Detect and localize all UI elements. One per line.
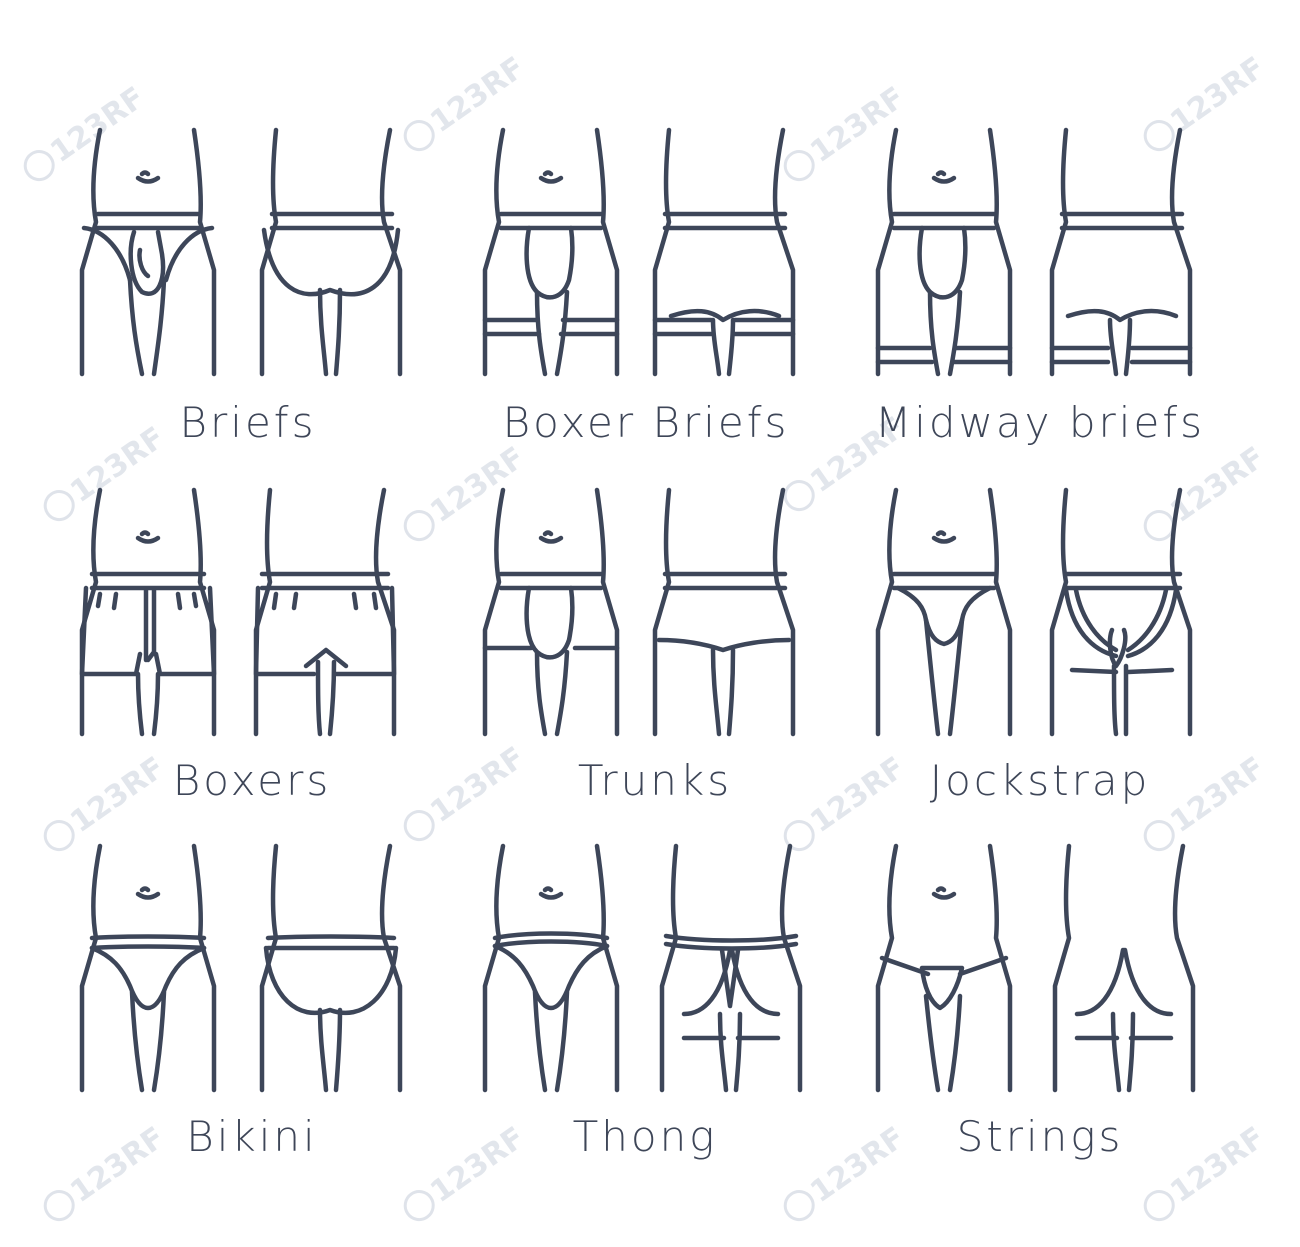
label-bikini: Bikini (186, 1112, 318, 1161)
label-boxers: Boxers (172, 756, 332, 805)
watermark-stamp: 123RF (1143, 50, 1271, 152)
watermark-stamp: 123RF (23, 80, 151, 182)
label-briefs: Briefs (179, 398, 317, 447)
bikini-front-view (79, 843, 217, 1093)
boxer-briefs-back-view (652, 127, 796, 377)
bikini-back-view (259, 843, 403, 1093)
watermark-text: 123RF (804, 80, 911, 170)
label-trunks: Trunks (577, 756, 733, 805)
thong-back-view (659, 843, 803, 1093)
boxers-back-view (253, 487, 397, 737)
figures-layer (79, 127, 1196, 1093)
label-jockstrap: Jockstrap (929, 756, 1151, 805)
strings-back-view (1052, 843, 1196, 1093)
thong-front-view (482, 843, 620, 1093)
briefs-front-view (79, 127, 217, 377)
figure-briefs (79, 127, 403, 377)
label-thong: Thong (572, 1112, 718, 1161)
watermark-text: 123RF (1164, 50, 1271, 140)
figure-jockstrap (875, 487, 1193, 737)
figure-strings (875, 843, 1196, 1093)
figure-trunks (482, 487, 796, 737)
watermark-stamp: 123RF (403, 50, 531, 152)
jockstrap-front-view (875, 487, 1013, 737)
briefs-back-view (259, 127, 403, 377)
figure-midway-briefs (875, 127, 1193, 377)
jockstrap-back-view (1049, 487, 1193, 737)
trunks-back-view (652, 487, 796, 737)
boxers-front-view (79, 487, 217, 737)
strings-front-view (875, 843, 1013, 1093)
boxer-briefs-front-view (482, 127, 620, 377)
figure-bikini (79, 843, 403, 1093)
watermark-stamp: 123RF (403, 440, 531, 542)
figure-thong (482, 843, 803, 1093)
watermark-text: 123RF (1164, 440, 1271, 530)
label-boxer-briefs: Boxer Briefs (502, 398, 790, 447)
label-strings: Strings (956, 1112, 1124, 1161)
midway-briefs-front-view (875, 127, 1013, 377)
watermark-text: 123RF (424, 440, 531, 530)
trunks-front-view (482, 487, 620, 737)
figure-boxer-briefs (482, 127, 796, 377)
watermark-text: 123RF (424, 50, 531, 140)
label-midway-briefs: Midway briefs (875, 398, 1205, 447)
figure-boxers (79, 487, 397, 737)
midway-briefs-back-view (1049, 127, 1193, 377)
watermark-stamp: 123RF (1143, 440, 1271, 542)
